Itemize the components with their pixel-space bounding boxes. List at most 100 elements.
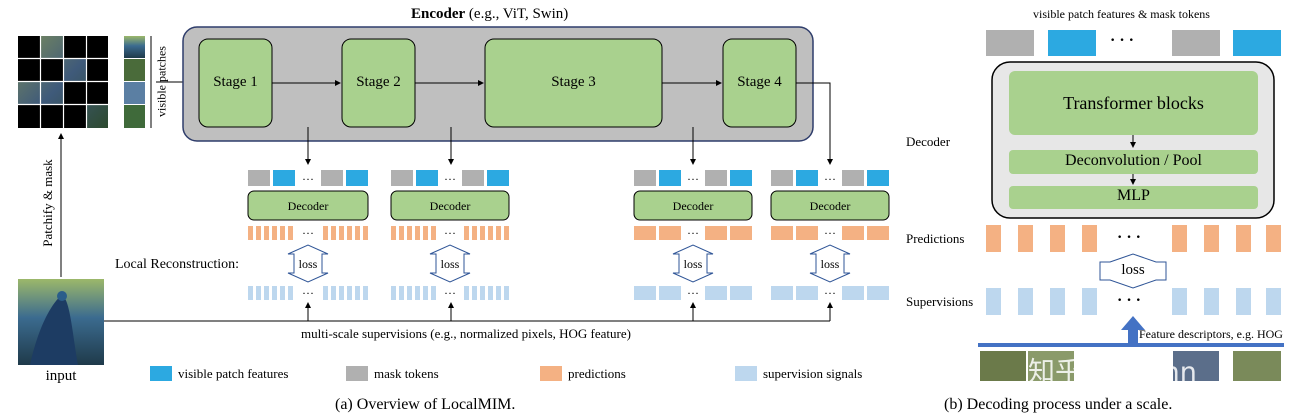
prediction-ellipsis: ··· [824, 226, 836, 240]
right-supervision-token [1082, 288, 1097, 315]
right-supervision-token [1172, 288, 1187, 315]
prediction-token [363, 226, 368, 240]
right-prediction-token [1266, 225, 1281, 252]
prediction-token [504, 226, 509, 240]
prediction-token [347, 226, 352, 240]
legend-visible-swatch [150, 366, 172, 381]
right-prediction-row [986, 225, 1281, 252]
supervision-token [431, 286, 436, 300]
stage-4-label: Stage 4 [737, 74, 782, 90]
loss-shape [672, 244, 714, 283]
prediction-token [264, 226, 269, 240]
decoder-box [247, 190, 369, 221]
loss-label: loss [299, 257, 318, 271]
prediction-token [339, 226, 344, 240]
supervision-token [867, 286, 889, 300]
supervision-token [323, 286, 328, 300]
supervision-token [472, 286, 477, 300]
right-prediction-token [1236, 225, 1251, 252]
supervision-token [256, 286, 261, 300]
prediction-token [867, 226, 889, 240]
encoder-title-bold: Encoder [411, 6, 466, 22]
token-visible [416, 170, 438, 186]
mlp-label: MLP [1117, 187, 1150, 204]
supervision-token [407, 286, 412, 300]
supervision-token [331, 286, 336, 300]
supervision-token [496, 286, 501, 300]
supervisions-side-label: Supervisions [906, 294, 974, 309]
legend-mask-label: mask tokens [374, 366, 439, 381]
right-sup-ellipsis: · · · [1117, 292, 1142, 309]
right-pred-ellipsis: · · · [1117, 229, 1142, 246]
legend-prediction-label: predictions [568, 366, 626, 381]
feature-desc-label: Feature descriptors, e.g. HOG [1139, 327, 1283, 341]
prediction-token [272, 226, 277, 240]
supervision-ellipsis: ··· [302, 286, 314, 300]
supervision-token [796, 286, 818, 300]
prediction-token [634, 226, 656, 240]
token-mask [634, 170, 656, 186]
right-prediction-token [1204, 225, 1219, 252]
decoder-box [770, 190, 890, 221]
predictions-side-label: Predictions [906, 231, 965, 246]
prediction-token [399, 226, 404, 240]
left-caption: (a) Overview of LocalMIM. [335, 396, 516, 413]
token-visible [273, 170, 295, 186]
prediction-token [256, 226, 261, 240]
prediction-token [355, 226, 360, 240]
token-visible [730, 170, 752, 186]
prediction-token [391, 226, 396, 240]
supervision-token [347, 286, 352, 300]
token-mask [321, 170, 343, 186]
supervision-token [415, 286, 420, 300]
mlp-box [1009, 186, 1258, 209]
prediction-token [659, 226, 681, 240]
prediction-token [472, 226, 477, 240]
encoder-stages [198, 38, 797, 128]
supervision-token [355, 286, 360, 300]
local-reconstruction-label: Local Reconstruction: [115, 257, 240, 272]
decoder-label: Decoder [288, 199, 329, 213]
token-mask [771, 170, 793, 186]
supervision-token [248, 286, 253, 300]
decoder-label: Decoder [430, 199, 471, 213]
stage-down-arrows [305, 82, 833, 165]
visible-patches-strip [124, 36, 152, 128]
prediction-ellipsis: ··· [302, 226, 314, 240]
prediction-token [705, 226, 727, 240]
supervision-token [730, 286, 752, 300]
token-ellipsis: ··· [824, 172, 836, 186]
scale-group-3: ···Decoder···loss··· [633, 170, 753, 300]
right-prediction-token [1172, 225, 1187, 252]
right-top-ellipsis: · · · [1110, 32, 1135, 49]
visible-patches-label: visible patches [154, 46, 169, 117]
deconv-box [1009, 150, 1258, 174]
prediction-token [496, 226, 501, 240]
patchify-label: Patchify & mask [40, 159, 55, 247]
right-supervision-row [986, 288, 1281, 315]
right-loss-label: loss [1121, 262, 1145, 278]
right-loss-shape [1099, 253, 1167, 289]
supervision-token [339, 286, 344, 300]
supervision-token [488, 286, 493, 300]
prediction-token [730, 226, 752, 240]
token-visible [796, 170, 818, 186]
token-ellipsis: ··· [444, 172, 456, 186]
right-prediction-token [1018, 225, 1033, 252]
prediction-token [288, 226, 293, 240]
token-ellipsis: ··· [687, 172, 699, 186]
prediction-token [407, 226, 412, 240]
supervision-token [264, 286, 269, 300]
feature-descriptor-arrow [978, 316, 1284, 347]
token-ellipsis: ··· [302, 172, 314, 186]
prediction-token [464, 226, 469, 240]
supervision-token [423, 286, 428, 300]
legend-visible-label: visible patch features [178, 366, 289, 381]
prediction-token [423, 226, 428, 240]
supervision-ellipsis: ··· [687, 286, 699, 300]
prediction-token [323, 226, 328, 240]
supervision-token [659, 286, 681, 300]
masked-grid-image [18, 36, 108, 128]
legend [150, 366, 757, 381]
token-groups: ···Decoder···loss······Decoder···loss···… [247, 170, 890, 300]
